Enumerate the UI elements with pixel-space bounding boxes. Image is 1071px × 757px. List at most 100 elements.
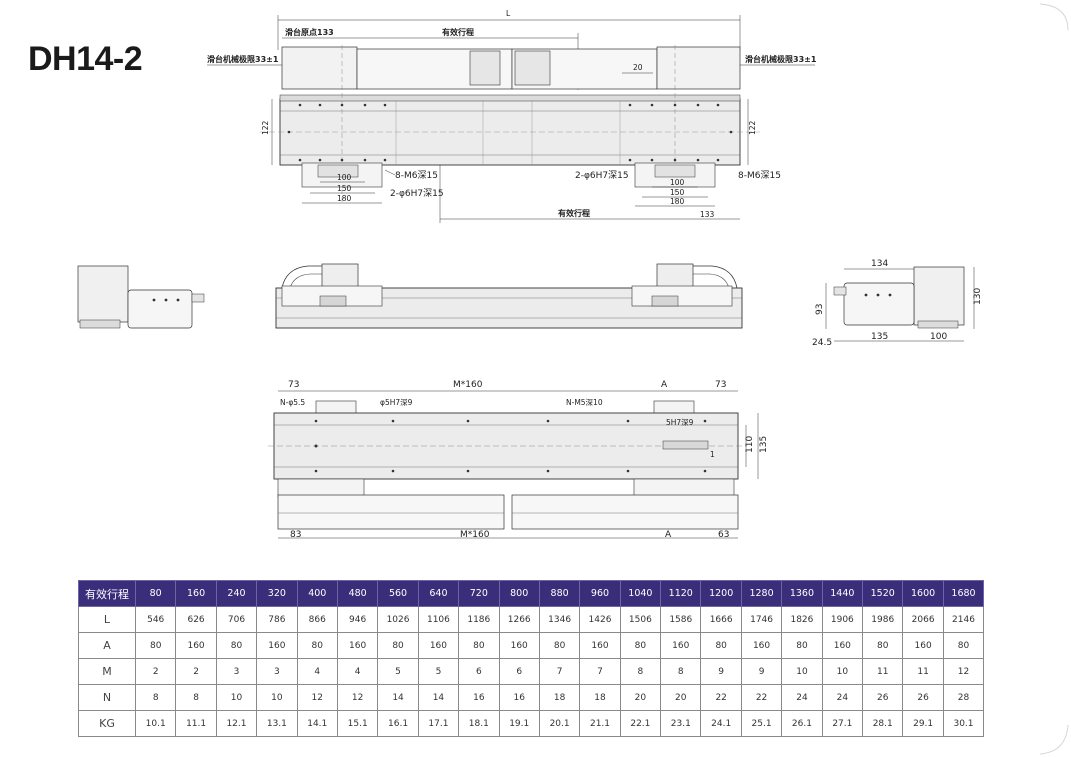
table-cell: 5 bbox=[417, 658, 460, 685]
row-label: KG bbox=[78, 710, 136, 737]
table-cell: 13.1 bbox=[256, 710, 298, 737]
dim-135: 135 bbox=[759, 436, 769, 453]
table-cell: 1826 bbox=[781, 606, 823, 633]
table-cell: 10 bbox=[821, 658, 864, 685]
model-title: DH14-2 bbox=[28, 40, 143, 78]
dim-left-150: 150 bbox=[337, 184, 352, 193]
table-cell: 160 bbox=[498, 632, 540, 659]
label-limit-right: 滑台机械极限33±1 bbox=[745, 54, 817, 64]
table-cell: 80 bbox=[538, 632, 581, 659]
table-cell: 1426 bbox=[579, 606, 621, 633]
table-cell: 866 bbox=[296, 606, 338, 633]
label-holes-left: 8-M6深15 bbox=[395, 170, 438, 181]
label-origin: 滑台原点133 bbox=[285, 27, 334, 37]
table-cell: 80 bbox=[215, 632, 258, 659]
table-cell: 80 bbox=[134, 632, 177, 659]
dim-24-5: 24.5 bbox=[812, 338, 832, 348]
header-stroke-240: 240 bbox=[215, 580, 258, 607]
dim-1: 1 bbox=[710, 450, 715, 459]
table-cell: 28 bbox=[942, 684, 985, 711]
table-cell: 8 bbox=[660, 658, 702, 685]
label-stroke-top: 有效行程 bbox=[442, 27, 474, 37]
table-cell: 1986 bbox=[862, 606, 904, 633]
table-cell: 706 bbox=[215, 606, 258, 633]
table-cell: 11 bbox=[902, 658, 944, 685]
table-cell: 12 bbox=[942, 658, 985, 685]
header-stroke-1440: 1440 bbox=[821, 580, 864, 607]
label-pins-right: 2-φ6H7深15 bbox=[575, 170, 629, 181]
table-cell: 80 bbox=[700, 632, 742, 659]
table-cell: 16.1 bbox=[377, 710, 419, 737]
header-stroke-880: 880 bbox=[538, 580, 581, 607]
row-label: L bbox=[78, 606, 136, 633]
table-cell: 11 bbox=[862, 658, 904, 685]
header-stroke-80: 80 bbox=[134, 580, 177, 607]
side-view-drawing bbox=[275, 263, 743, 329]
header-stroke-800: 800 bbox=[498, 580, 540, 607]
dim-133: 133 bbox=[700, 210, 715, 219]
table-cell: 24.1 bbox=[700, 710, 742, 737]
dim-left-100: 100 bbox=[337, 173, 352, 182]
table-cell: 1106 bbox=[417, 606, 460, 633]
table-cell: 80 bbox=[862, 632, 904, 659]
row-label: M bbox=[78, 658, 136, 685]
table-cell: 80 bbox=[458, 632, 500, 659]
table-cell: 80 bbox=[781, 632, 823, 659]
table-cell: 20 bbox=[619, 684, 662, 711]
table-cell: 160 bbox=[821, 632, 864, 659]
table-cell: 80 bbox=[296, 632, 338, 659]
table-cell: 25.1 bbox=[740, 710, 783, 737]
table-cell: 10 bbox=[215, 684, 258, 711]
table-cell: 10.1 bbox=[134, 710, 177, 737]
label-limit-left: 滑台机械极限33±1 bbox=[207, 54, 279, 64]
dim-20: 20 bbox=[633, 63, 643, 72]
table-cell: 7 bbox=[579, 658, 621, 685]
dim-a-top: A bbox=[661, 380, 668, 390]
header-stroke-720: 720 bbox=[458, 580, 500, 607]
table-cell: 14 bbox=[377, 684, 419, 711]
table-cell: 4 bbox=[336, 658, 379, 685]
table-cell: 6 bbox=[458, 658, 500, 685]
header-stroke-640: 640 bbox=[417, 580, 460, 607]
header-stroke-960: 960 bbox=[579, 580, 621, 607]
table-cell: 1586 bbox=[660, 606, 702, 633]
table-cell: 19.1 bbox=[498, 710, 540, 737]
table-cell: 14.1 bbox=[296, 710, 338, 737]
dim-83: 83 bbox=[290, 530, 301, 540]
dim-m160-bottom: M*160 bbox=[460, 530, 490, 540]
header-stroke-400: 400 bbox=[296, 580, 338, 607]
header-stroke-1200: 1200 bbox=[700, 580, 742, 607]
table-cell: 80 bbox=[942, 632, 985, 659]
dim-134: 134 bbox=[871, 259, 888, 269]
dim-122-left: 122 bbox=[261, 120, 270, 135]
header-stroke-160: 160 bbox=[175, 580, 217, 607]
table-cell: 160 bbox=[579, 632, 621, 659]
dim-122-right: 122 bbox=[748, 120, 757, 135]
dim-left-180: 180 bbox=[337, 194, 352, 203]
table-cell: 7 bbox=[538, 658, 581, 685]
table-cell: 15.1 bbox=[336, 710, 379, 737]
dim-130: 130 bbox=[973, 288, 983, 305]
table-cell: 8 bbox=[175, 684, 217, 711]
table-cell: 27.1 bbox=[821, 710, 864, 737]
table-cell: 22 bbox=[700, 684, 742, 711]
table-cell: 786 bbox=[256, 606, 298, 633]
table-cell: 946 bbox=[336, 606, 379, 633]
dim-93: 93 bbox=[815, 304, 825, 315]
table-cell: 24 bbox=[781, 684, 823, 711]
table-cell: 80 bbox=[377, 632, 419, 659]
table-cell: 1666 bbox=[700, 606, 742, 633]
table-cell: 24 bbox=[821, 684, 864, 711]
table-cell: 10 bbox=[256, 684, 298, 711]
label-holes-n: N-φ5.5 bbox=[280, 398, 305, 407]
header-stroke-1360: 1360 bbox=[781, 580, 823, 607]
header-stroke-1040: 1040 bbox=[619, 580, 662, 607]
header-stroke-1600: 1600 bbox=[902, 580, 944, 607]
table-cell: 16 bbox=[458, 684, 500, 711]
table-cell: 2146 bbox=[942, 606, 985, 633]
table-cell: 11.1 bbox=[175, 710, 217, 737]
